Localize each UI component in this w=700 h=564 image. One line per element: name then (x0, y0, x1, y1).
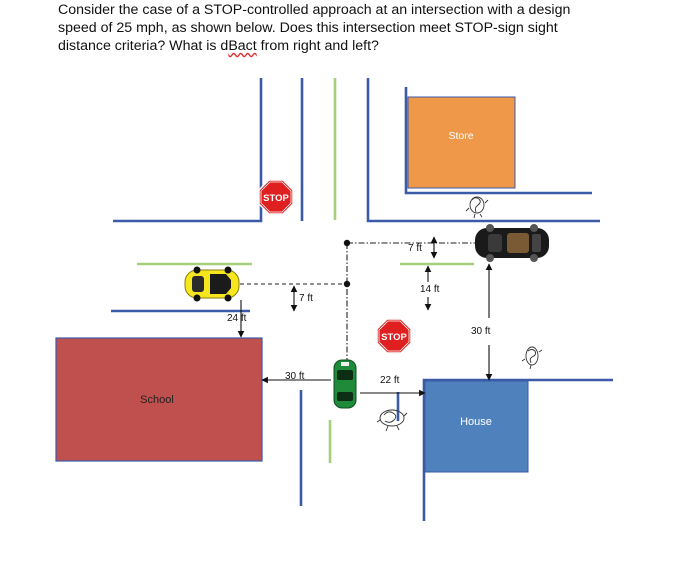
dim-label-14ft: 14 ft (420, 284, 440, 295)
dim-label-7ft-right: 7 ft (408, 243, 422, 254)
pedestrian-figure-crosswalk (376, 409, 408, 432)
stop-sign-bottom: STOP (376, 318, 412, 354)
question-line-3: distance criteria? What is dBact from ri… (58, 37, 688, 55)
dim-label-30ft-left: 30 ft (285, 371, 305, 382)
stop-sign-top: STOP (258, 179, 294, 215)
stop-sign-bottom-label: STOP (381, 332, 407, 343)
dimension-arrows (237, 236, 493, 397)
question-text: Consider the case of a STOP-controlled a… (58, 1, 688, 55)
road-edge-top-right-corner (366, 78, 600, 223)
pedestrian-figure-house (521, 346, 543, 370)
school-building: School (55, 337, 263, 462)
house-building: House (424, 380, 529, 473)
sight-point-top (343, 239, 351, 247)
dimension-labels: 7 ft 14 ft 30 ft 7 ft 24 ft 30 ft 22 ft (227, 243, 491, 386)
dim-label-24ft: 24 ft (227, 313, 247, 324)
store-building: Store (407, 96, 516, 189)
sight-point-left (343, 280, 351, 288)
question-line-3-suffix: from right and left? (256, 38, 379, 54)
dim-label-7ft-left: 7 ft (299, 293, 313, 304)
store-label: Store (448, 130, 473, 142)
question-line-3-prefix: distance criteria? What is d (58, 38, 229, 54)
stop-sign-top-label: STOP (263, 193, 289, 204)
pedestrian-figure-store (465, 196, 489, 219)
question-line-2: speed of 25 mph, as shown below. Does th… (58, 20, 558, 36)
house-label: House (460, 416, 492, 428)
road-edges (111, 78, 613, 521)
road-edge-top-left-corner (113, 78, 263, 223)
school-label: School (140, 394, 174, 406)
question-line-3-subscript: Bact (228, 38, 257, 54)
question-line-1: Consider the case of a STOP-controlled a… (58, 2, 571, 18)
center-lines (137, 78, 474, 463)
road-edge-store-corner (404, 87, 592, 195)
black-car (475, 224, 549, 262)
dim-label-22ft: 22 ft (380, 375, 400, 386)
dim-label-30ft-right: 30 ft (471, 326, 491, 337)
road-edge-lower-right-corner (422, 378, 613, 521)
green-car (333, 359, 357, 409)
pedestrian-sketches (376, 196, 543, 432)
yellow-car (184, 266, 240, 302)
